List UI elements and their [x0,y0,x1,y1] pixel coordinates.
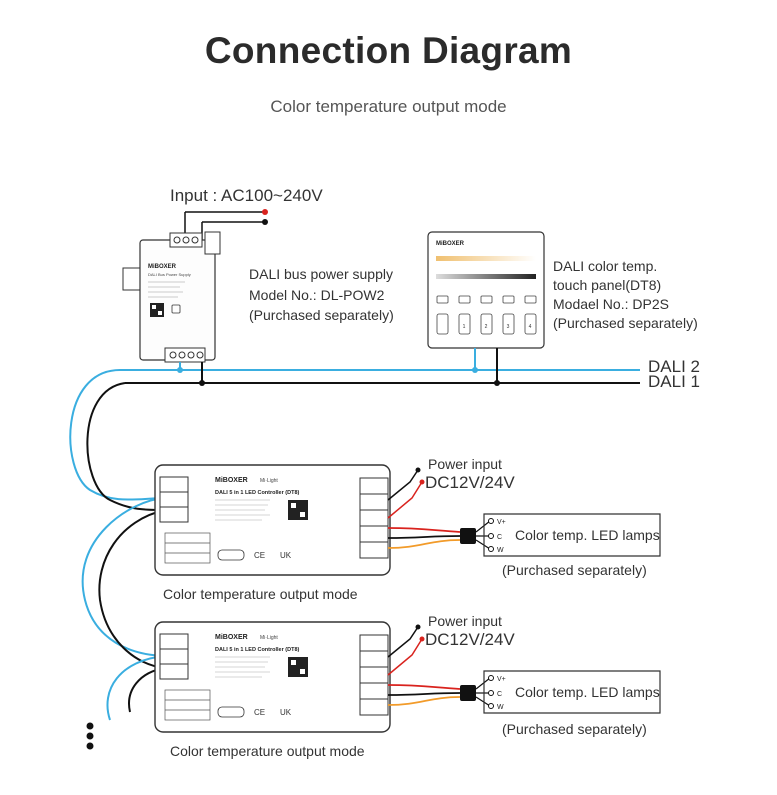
controller-2-wiring [387,624,661,714]
dali-bus [69,348,640,721]
svg-text:W: W [497,704,504,711]
cct-slider [436,256,536,261]
panel-key-4: 4 [529,324,532,330]
panel-line-4: (Purchased separately) [553,315,698,331]
panel-line-1: DALI color temp. [553,258,658,274]
panel-key-2: 2 [485,324,488,330]
controller-1-mode-label: Color temperature output mode [163,586,358,602]
touch-panel-device: MiBOXER 1 2 3 4 [427,231,545,349]
power-supply-bottom-terminals [164,347,206,363]
panel-key-3: 3 [507,324,510,330]
power-supply-device: MiBOXER DALI Bus Power Supply [122,231,221,363]
power-supply-line-2: Model No.: DL-POW2 [249,287,385,303]
controller-2-mode-label: Color temperature output mode [170,743,365,759]
controller-1-lamp-pins: V+ C W [497,519,506,554]
panel-line-3: Modael No.: DP2S [553,296,669,312]
page-title: Connection Diagram [204,30,573,71]
controller-2-lamp-pins: V+ C W [497,676,506,711]
controller-2-brand: MiBOXER [215,634,248,641]
panel-line-2: touch panel(DT8) [553,277,662,293]
svg-text:C: C [497,691,502,698]
controller-1-sub: Mi·Light [260,478,278,484]
panel-key-1: 1 [463,324,466,330]
controller-1-device: MiBOXER Mi·Light DALI 5 in 1 LED Control… [154,464,391,576]
power-supply-line-3: (Purchased separately) [249,307,394,323]
dali1-label: DALI 1 [648,372,700,391]
controller-2-voltage: DC12V/24V [425,630,515,649]
power-supply-device-text: DALI Bus Power Supply [148,272,191,277]
controller-2-purchased: (Purchased separately) [502,721,647,737]
svg-text:V+: V+ [497,519,506,526]
power-supply-line-1: DALI bus power supply [249,266,393,282]
input-label: Input : AC100~240V [170,186,323,205]
svg-text:UK: UK [280,551,292,560]
continuation-dots [86,722,94,750]
svg-text:W: W [497,547,504,554]
controller-1-name: DALI 5 in 1 LED Controller (DT8) [215,490,300,496]
brightness-slider [436,274,536,279]
controller-2-name: DALI 5 in 1 LED Controller (DT8) [215,647,300,653]
controller-1-lamp-label: Color temp. LED lamps [515,527,660,543]
controller-1-wiring [387,467,661,557]
controller-1-purchased: (Purchased separately) [502,562,647,578]
svg-text:CE: CE [254,708,265,717]
controller-2-sub: Mi·Light [260,635,278,641]
svg-text:UK: UK [280,708,292,717]
dali2-label: DALI 2 [648,357,700,376]
power-supply-top-terminals [169,232,203,248]
svg-text:C: C [497,534,502,541]
touch-panel-buttons: 1 2 3 4 [436,295,537,335]
svg-text:V+: V+ [497,676,506,683]
controller-2-lamp-label: Color temp. LED lamps [515,684,660,700]
controller-2-power-input: Power input [428,613,502,629]
page-subtitle: Color temperature output mode [270,97,507,116]
controller-2-device: MiBOXER Mi·Light DALI 5 in 1 LED Control… [154,621,391,733]
svg-text:CE: CE [254,551,265,560]
power-supply-brand: MiBOXER [148,264,177,270]
controller-1-power-input: Power input [428,456,502,472]
controller-1-brand: MiBOXER [215,477,248,484]
controller-1-voltage: DC12V/24V [425,473,515,492]
touch-panel-brand: MiBOXER [436,241,465,247]
